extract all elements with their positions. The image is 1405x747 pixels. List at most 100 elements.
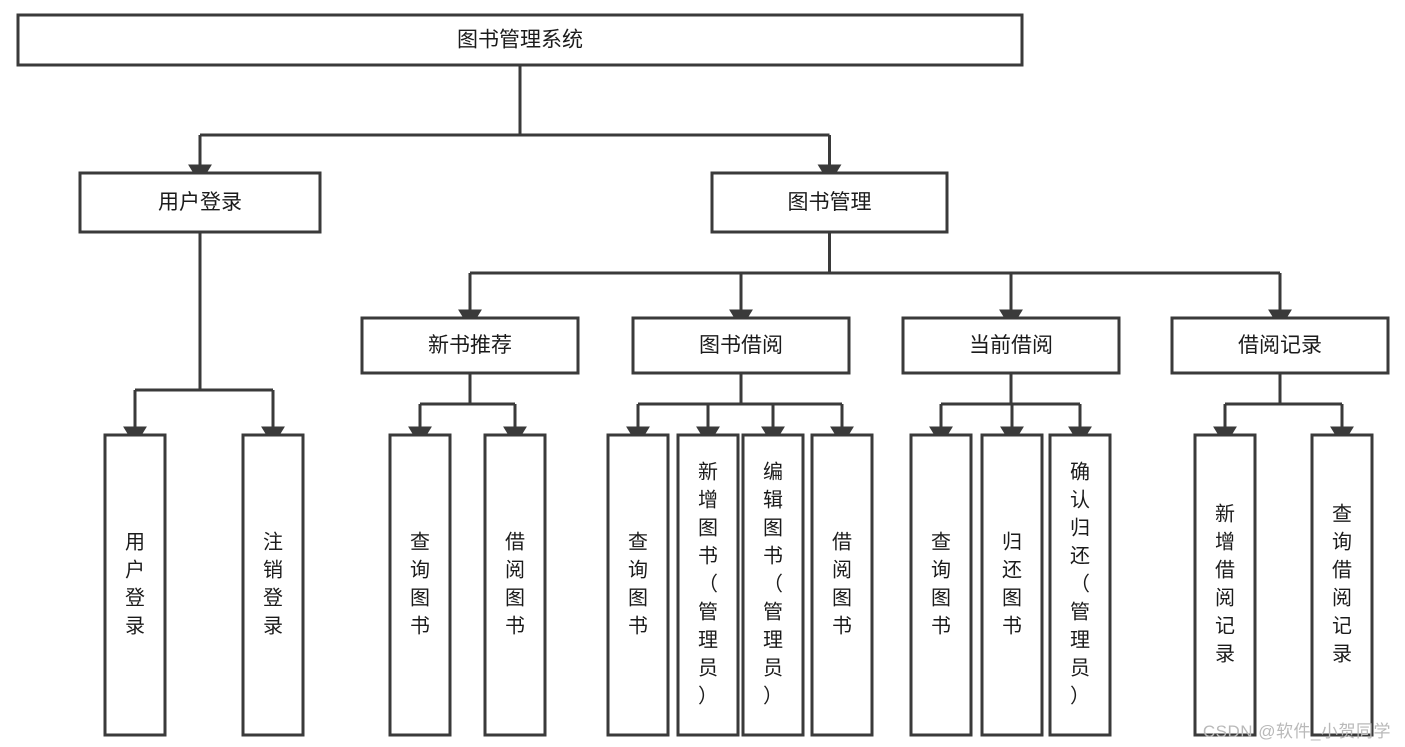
- node-box[interactable]: [901, 316, 1121, 375]
- svg-text:询: 询: [1332, 530, 1352, 553]
- svg-text:查: 查: [931, 530, 951, 553]
- node-root[interactable]: 图书管理系统: [16, 13, 1024, 67]
- svg-text:录: 录: [263, 615, 283, 637]
- node-current[interactable]: 当前借阅: [901, 316, 1121, 375]
- svg-text:书: 书: [832, 614, 852, 637]
- node-box[interactable]: [980, 433, 1044, 737]
- node-bookmgmt[interactable]: 图书管理: [710, 171, 949, 234]
- svg-text:图: 图: [1002, 587, 1022, 609]
- svg-text:理: 理: [763, 629, 783, 651]
- edge-group-borrow: [626, 373, 854, 446]
- node-box[interactable]: [741, 433, 805, 737]
- node-box[interactable]: [1170, 316, 1390, 375]
- node-box[interactable]: [1310, 433, 1374, 737]
- node-box[interactable]: [78, 171, 322, 234]
- svg-text:借: 借: [1332, 558, 1352, 581]
- node-box[interactable]: [676, 433, 740, 737]
- edge-layer: [123, 65, 1354, 446]
- svg-text:员: 员: [1070, 657, 1090, 679]
- svg-text:阅: 阅: [1332, 586, 1352, 609]
- node-box[interactable]: [1048, 433, 1112, 737]
- node-label: 图书管理系统: [457, 29, 583, 52]
- svg-text:书: 书: [1002, 614, 1022, 637]
- svg-text:录: 录: [1332, 643, 1352, 665]
- svg-text:（: （: [698, 572, 718, 595]
- svg-text:辑: 辑: [763, 488, 783, 511]
- svg-text:图: 图: [410, 587, 430, 609]
- svg-text:记: 记: [1215, 614, 1235, 637]
- svg-text:书: 书: [698, 544, 718, 567]
- svg-text:询: 询: [931, 558, 951, 581]
- svg-text:询: 询: [628, 558, 648, 581]
- svg-text:理: 理: [698, 629, 718, 651]
- svg-text:确: 确: [1070, 460, 1090, 483]
- svg-text:（: （: [763, 572, 783, 595]
- node-login[interactable]: 用户登录: [78, 171, 322, 234]
- svg-text:归: 归: [1002, 530, 1022, 553]
- svg-text:阅: 阅: [1215, 586, 1235, 609]
- node-box[interactable]: [360, 316, 580, 375]
- svg-text:查: 查: [410, 530, 430, 553]
- csdn-watermark: CSDN @软件_小贺同学: [1202, 722, 1391, 741]
- svg-text:注: 注: [263, 530, 283, 553]
- svg-text:书: 书: [628, 614, 648, 637]
- svg-text:书: 书: [763, 544, 783, 567]
- svg-text:阅: 阅: [832, 558, 852, 581]
- node-box[interactable]: [16, 13, 1024, 67]
- node-box[interactable]: [241, 433, 305, 737]
- svg-text:录: 录: [1215, 643, 1235, 665]
- node-label: 图书管理: [788, 191, 872, 214]
- svg-text:查: 查: [628, 530, 648, 553]
- node-box[interactable]: [483, 433, 547, 737]
- svg-text:）: ）: [1070, 684, 1090, 707]
- edge-group-newbook: [408, 373, 527, 446]
- svg-text:增: 增: [698, 488, 718, 511]
- svg-text:增: 增: [1215, 530, 1235, 553]
- node-box[interactable]: [606, 433, 670, 737]
- svg-text:管: 管: [698, 600, 718, 623]
- svg-text:询: 询: [410, 558, 430, 581]
- node-label: 用户登录: [158, 191, 242, 214]
- svg-text:书: 书: [505, 614, 525, 637]
- node-borrow[interactable]: 图书借阅: [631, 316, 851, 375]
- svg-text:用: 用: [125, 531, 145, 553]
- svg-text:管: 管: [763, 600, 783, 623]
- svg-text:新: 新: [1215, 502, 1235, 525]
- node-records[interactable]: 借阅记录: [1170, 316, 1390, 375]
- node-box[interactable]: [388, 433, 452, 737]
- svg-text:图: 图: [698, 517, 718, 539]
- node-box[interactable]: [810, 433, 874, 737]
- node-newbook[interactable]: 新书推荐: [360, 316, 580, 375]
- node-label: 当前借阅: [969, 334, 1053, 357]
- svg-text:借: 借: [1215, 558, 1235, 581]
- node-box[interactable]: [710, 171, 949, 234]
- node-label: 新书推荐: [428, 334, 512, 357]
- edge-group-bookmgmt: [458, 232, 1292, 329]
- svg-text:借: 借: [505, 530, 525, 553]
- svg-text:图: 图: [763, 517, 783, 539]
- node-leaf-user-login[interactable]: 用户登录: [103, 433, 167, 737]
- svg-text:（: （: [1070, 572, 1090, 595]
- node-box[interactable]: [631, 316, 851, 375]
- node-box[interactable]: [909, 433, 973, 737]
- node-box[interactable]: [1193, 433, 1257, 737]
- node-box[interactable]: [103, 433, 167, 737]
- svg-text:认: 认: [1070, 488, 1090, 511]
